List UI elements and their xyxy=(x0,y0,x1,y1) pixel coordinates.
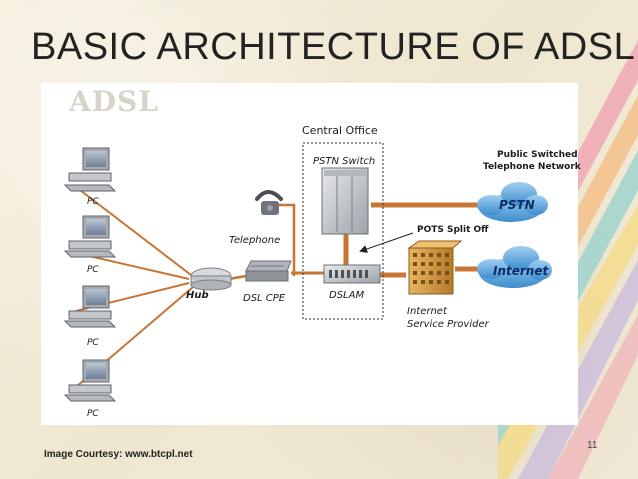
dslam-unit xyxy=(323,264,381,284)
pc-4 xyxy=(63,359,117,402)
internet-cloud xyxy=(477,246,552,288)
adsl-logo: ADSL xyxy=(69,85,159,118)
hub-label: Hub xyxy=(186,290,209,301)
telephone-link xyxy=(279,203,296,276)
central-office-label: Central Office xyxy=(302,124,378,137)
hub-cpe-link xyxy=(228,274,247,281)
telephone-label: Telephone xyxy=(229,235,281,246)
pots-split-off-label: POTS Split Off xyxy=(417,225,489,235)
pstn-switch-label: PSTN Switch xyxy=(313,156,376,167)
adsl-architecture-diagram: ADSL Central Office PSTN Switch Public S… xyxy=(41,83,581,425)
isp-building xyxy=(407,240,463,295)
central-office-box xyxy=(302,142,384,320)
pc-label: PC xyxy=(87,197,99,207)
pstn-switch-cabinet xyxy=(321,167,369,235)
slide-title: BASIC ARCHITECTURE OF ADSL xyxy=(31,26,636,68)
pc-3 xyxy=(63,285,117,328)
pc-label: PC xyxy=(87,409,99,419)
dsl-cpe-label: DSL CPE xyxy=(243,293,286,304)
isp-label-line1: Internet xyxy=(407,306,447,317)
dsl-cpe-modem xyxy=(245,260,292,282)
isp-label-line2: Service Provider xyxy=(407,319,489,330)
pots-split-arrow xyxy=(359,232,414,253)
pstn-cloud-label: PSTN xyxy=(499,198,535,212)
page-number: 11 xyxy=(587,440,598,451)
hub-device xyxy=(190,267,232,291)
image-courtesy: Image Courtesy: www.btcpl.net xyxy=(44,449,193,460)
pc-label: PC xyxy=(87,338,99,348)
pc-2 xyxy=(63,215,117,258)
pstn-network-label-line2: Telephone Network xyxy=(483,162,581,172)
pc-1 xyxy=(63,147,117,192)
pc-label: PC xyxy=(87,265,99,275)
pstn-network-label-line1: Public Switched xyxy=(497,150,578,160)
internet-cloud-label: Internet xyxy=(493,264,549,278)
telephone-device xyxy=(255,190,283,215)
dslam-label: DSLAM xyxy=(329,290,365,301)
pstn-cloud xyxy=(477,182,548,222)
diagram-drawing xyxy=(63,142,552,402)
